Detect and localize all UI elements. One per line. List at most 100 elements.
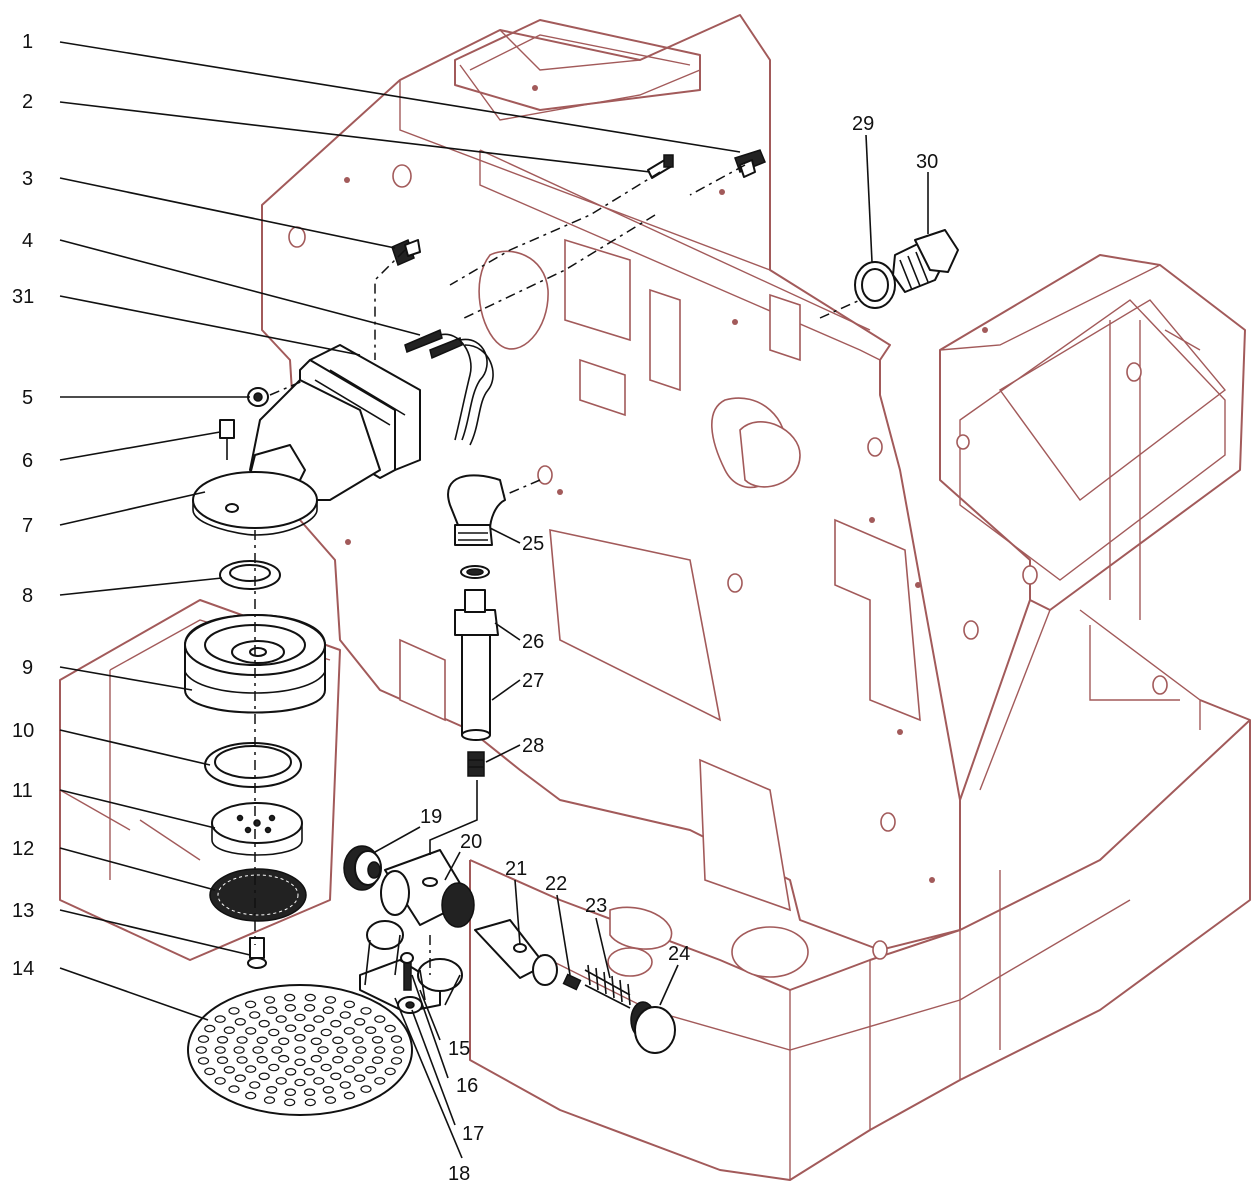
- grid-holes: [195, 993, 405, 1107]
- callout-labels: 1 2 3 4 31 5 6 7 8 9 10 11 12 13 14 15 1…: [12, 31, 938, 1185]
- pipe-28-20: [429, 780, 478, 855]
- callout-13: 13: [12, 900, 34, 922]
- grid-hole: [324, 1096, 337, 1104]
- part-8-ring: [219, 560, 281, 590]
- part-23-spring: [584, 964, 631, 1009]
- grid-hole: [352, 1036, 364, 1044]
- grid-hole: [304, 1003, 316, 1012]
- machine-frame: [59, 14, 1251, 1181]
- grid-hole: [284, 993, 296, 1002]
- grid-hole: [384, 1024, 396, 1033]
- part-22-small-spring: [562, 973, 582, 991]
- part-5-nut: [247, 387, 269, 407]
- grid-hole: [263, 996, 276, 1004]
- grid-hole: [233, 1046, 245, 1054]
- callout-23: 23: [585, 895, 607, 917]
- grid-hole: [266, 1006, 278, 1015]
- part-26-nut: [454, 565, 499, 636]
- callout-19: 19: [420, 806, 442, 828]
- callout-8: 8: [22, 585, 33, 607]
- grid-hole: [258, 1019, 270, 1028]
- grid-hole: [354, 1074, 366, 1083]
- part-16-17-screw-washer: [400, 952, 414, 991]
- callout-16: 16: [456, 1075, 478, 1097]
- grid-hole: [303, 1068, 315, 1076]
- part-18-washer: [397, 996, 423, 1014]
- grid-hole: [320, 1063, 332, 1072]
- centerline-25: [504, 479, 541, 496]
- grid-hole: [228, 1085, 240, 1093]
- grid-hole: [214, 1077, 226, 1085]
- callout-24: 24: [668, 943, 690, 965]
- part-7-plate: [192, 471, 318, 536]
- grid-hole: [228, 1007, 240, 1015]
- grid-hole: [197, 1035, 210, 1043]
- grid-hole: [374, 1046, 386, 1054]
- grid-hole: [330, 1019, 342, 1028]
- grid-hole: [284, 1003, 296, 1012]
- grid-hole: [294, 1033, 306, 1042]
- callout-30: 30: [916, 151, 938, 173]
- grid-hole: [365, 1026, 377, 1035]
- grid-hole: [374, 1015, 386, 1023]
- grid-hole: [322, 1086, 334, 1094]
- grid-hole: [252, 1046, 264, 1054]
- grid-hole: [256, 1036, 268, 1045]
- grid-hole: [336, 1046, 348, 1054]
- part-12-screen: [209, 868, 307, 922]
- callout-27: 27: [522, 670, 544, 692]
- grid-hole: [278, 1037, 290, 1046]
- centerline-3: [374, 249, 406, 360]
- grid-hole: [324, 996, 337, 1004]
- grid-hole: [256, 1055, 268, 1064]
- grid-hole: [313, 1077, 325, 1085]
- callout-26: 26: [522, 631, 544, 653]
- grid-hole: [343, 1091, 355, 1100]
- grid-hole: [223, 1026, 235, 1035]
- grid-hole: [204, 1024, 216, 1033]
- grid-hole: [294, 1058, 306, 1067]
- grid-hole: [271, 1046, 283, 1054]
- grid-hole: [284, 1098, 296, 1107]
- grid-hole: [304, 1098, 316, 1107]
- part-20-valve-body: [380, 849, 475, 928]
- part-19-knob: [343, 845, 382, 891]
- callout-21: 21: [505, 858, 527, 880]
- callout-6: 6: [22, 450, 33, 472]
- callout-9: 9: [22, 657, 33, 679]
- callout-7: 7: [22, 515, 33, 537]
- callout-28: 28: [522, 735, 544, 757]
- part-28-nozzle: [467, 751, 485, 777]
- centerline-29: [819, 299, 861, 319]
- grid-hole: [204, 1067, 216, 1076]
- grid-hole: [285, 1068, 297, 1076]
- part-1-fitting: [734, 149, 766, 178]
- grid-hole: [360, 1007, 372, 1015]
- grid-hole: [294, 1013, 306, 1022]
- grid-hole: [216, 1036, 229, 1044]
- part-3-fitting: [391, 238, 421, 267]
- part-21-valve-stem: [474, 919, 558, 986]
- grid-hole: [320, 1028, 332, 1037]
- grid-hole: [384, 1067, 396, 1076]
- grid-hole: [330, 1072, 342, 1081]
- grid-hole: [317, 1046, 329, 1054]
- grid-hole: [354, 1017, 366, 1026]
- grid-hole: [365, 1066, 377, 1074]
- grid-hole: [216, 1056, 229, 1065]
- grid-hole: [249, 1011, 261, 1019]
- part-11-shower-holder: [211, 802, 303, 856]
- callout-25: 25: [522, 533, 544, 555]
- part-10-gasket: [204, 742, 302, 788]
- grid-hole: [245, 1000, 257, 1009]
- callout-10: 10: [12, 720, 34, 742]
- grid-hole: [236, 1036, 248, 1044]
- grid-hole: [310, 1054, 322, 1063]
- leader-lines: [59, 41, 929, 1159]
- callout-15: 15: [448, 1038, 470, 1060]
- grid-hole: [304, 993, 316, 1002]
- grid-hole: [393, 1046, 405, 1054]
- grid-hole: [343, 1000, 355, 1009]
- grid-hole: [294, 1078, 306, 1087]
